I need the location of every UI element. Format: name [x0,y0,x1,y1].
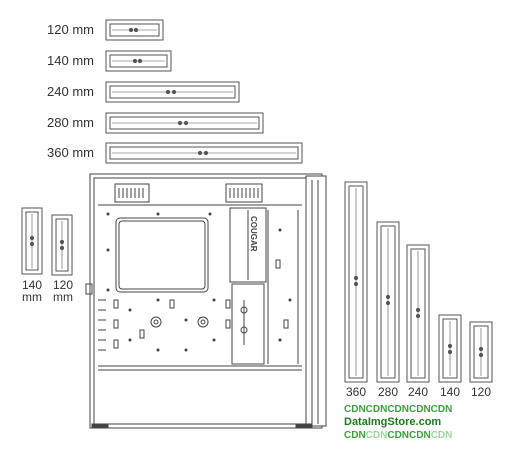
watermark-line2: DataImgStore.com [344,416,442,428]
radiator-240mm-right-vertical [406,244,430,383]
radiator-120mm-right-vertical [469,321,493,383]
radiator-label-140mm-left: 140 mm [18,279,46,303]
radiator-label-360mm-top: 360 mm [47,145,94,160]
radiator-label-120mm-left: 120 mm [49,279,77,303]
radiator-140mm-horizontal [105,50,172,72]
radiator-label-280mm-top: 280 mm [47,115,94,130]
radiator-label-120-right: 120 [471,385,491,399]
radiator-120mm-left-vertical [51,214,73,276]
watermark-line3: CDNCDNCDNCDNCDN [344,430,453,441]
radiator-label-120-unit: mm [53,290,73,304]
pc-case-chassis [85,173,327,429]
watermark-line1: CDNCDNCDNCDNCDN [344,404,453,415]
radiator-360mm-right-vertical [344,181,368,383]
radiator-label-120-number: 120 [52,278,74,292]
radiator-label-120mm-top: 120 mm [47,22,94,37]
top-fan-mount-right [225,183,263,203]
radiator-label-360-right: 360 [346,385,366,399]
radiator-label-240-right: 240 [408,385,428,399]
radiator-label-140-number: 140 [21,278,43,292]
expansion-slot-brackets [85,283,106,351]
radiator-280mm-horizontal [105,112,264,134]
top-fan-mount-left [114,183,150,203]
radiator-120mm-horizontal [105,19,164,41]
radiator-label-240mm-top: 240 mm [47,84,94,99]
radiator-label-140-right: 140 [440,385,460,399]
radiator-label-140-unit: mm [22,290,42,304]
case-brand-logo: COUGAR [249,216,258,252]
radiator-280mm-right-vertical [376,221,400,383]
radiator-360mm-horizontal [105,142,303,164]
radiator-label-280-right: 280 [378,385,398,399]
radiator-240mm-horizontal [105,81,240,103]
radiator-140mm-right-vertical [438,314,462,383]
radiator-140mm-left-vertical [21,207,43,275]
radiator-label-140mm-top: 140 mm [47,53,94,68]
